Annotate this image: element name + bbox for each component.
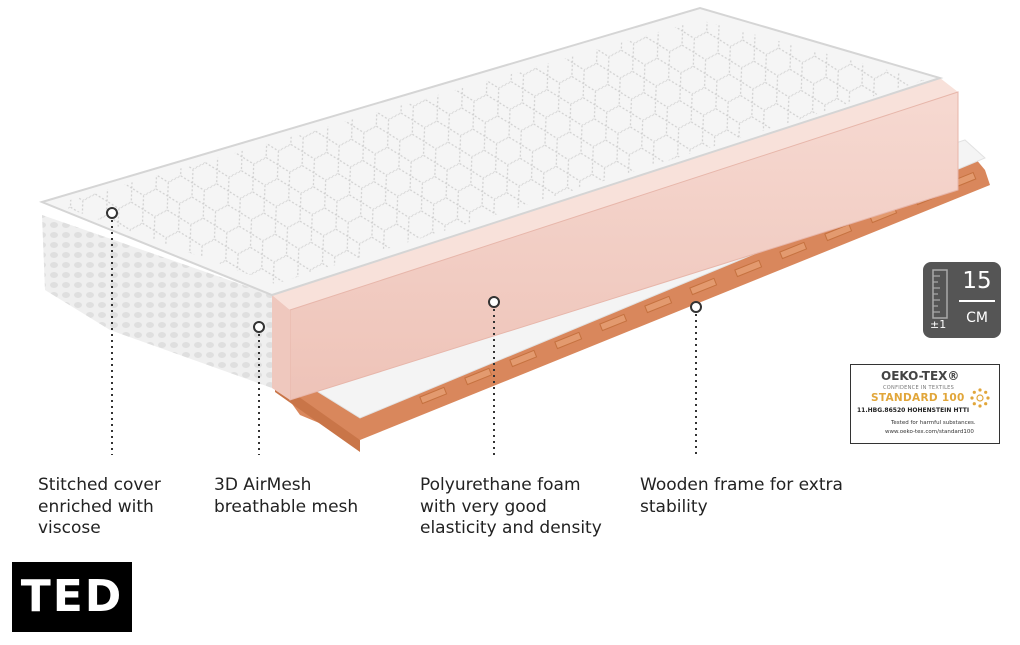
feature-label-airmesh: 3D AirMesh breathable mesh [214,475,358,518]
callout-dot-mesh [253,321,265,333]
feature-line: stability [640,496,708,517]
oeko-seal-icon [970,388,990,408]
feature-label-cover: Stitched cover enriched with viscose [38,475,161,540]
callout-dot-foam [488,296,500,308]
oeko-note: Tested for harmful substances. [891,420,976,426]
feature-line: Stitched cover [38,475,161,495]
feature-line: enriched with [38,496,154,517]
callout-dot-cover [106,207,118,219]
height-unit: CM [966,310,988,326]
oeko-tex-label: OEKO-TEX® CONFIDENCE IN TEXTILES STANDAR… [850,364,1000,444]
cover-side-mesh [42,215,272,388]
oeko-standard: STANDARD 100 [871,392,965,404]
brand-logo: TED [12,562,132,632]
height-badge: ±1 15 CM [923,262,1001,338]
callout-dot-wood [690,301,702,313]
callout-lines [111,220,697,455]
feature-line: 3D AirMesh [214,475,312,495]
height-value: 15 [962,268,992,294]
foam-block-front [272,295,290,400]
feature-line: Wooden frame for extra [640,475,843,495]
feature-line: with very good [420,496,547,517]
callout-dots [106,207,702,333]
oeko-tagline: CONFIDENCE IN TEXTILES [883,385,955,391]
feature-line: breathable mesh [214,496,359,517]
oeko-url: www.oeko-tex.com/standard100 [885,429,974,435]
foam-block-top [272,78,958,310]
cover-top-quilt [56,20,925,284]
feature-line: elasticity and density [420,518,602,538]
cover-top-border [38,6,944,297]
feature-line: Polyurethane foam [420,475,581,495]
feature-line: viscose [38,518,101,538]
oeko-code: 11.HBG.86520 HOHENSTEIN HTTI [857,407,970,414]
oeko-title: OEKO-TEX® [881,369,960,383]
brand-logo-text: TED [20,571,124,622]
height-tolerance: ±1 [930,318,947,331]
feature-label-wood: Wooden frame for extra stability [640,475,843,518]
feature-label-foam: Polyurethane foam with very good elastic… [420,475,602,540]
height-divider [959,300,995,302]
ruler-icon [932,269,948,319]
